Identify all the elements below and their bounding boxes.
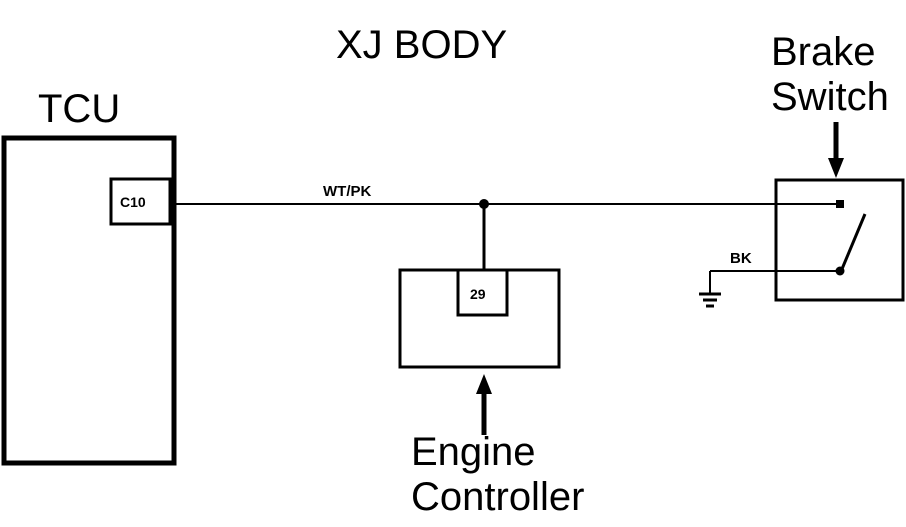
brake-switch-box [774, 178, 905, 302]
tcu-label: TCU [38, 87, 120, 131]
signal-wire-label: WT/PK [323, 183, 371, 200]
engine-controller-box [398, 268, 561, 369]
engine-controller-arrowhead [476, 374, 492, 394]
brake-switch-label-line1: Brake [771, 30, 876, 74]
engine-controller-label-line1: Engine [411, 430, 536, 474]
engine-controller-pin-box [456, 268, 509, 317]
diagram-title: XJ BODY [336, 23, 507, 67]
tcu-pin-box [109, 177, 172, 226]
tcu-box [1, 135, 177, 466]
ground-wire-label: BK [730, 250, 752, 267]
switch-blade [840, 213, 867, 270]
engine-controller-pin-label: 29 [470, 286, 486, 302]
brake-switch-arrowhead [828, 158, 844, 178]
tcu-pin-label: C10 [120, 194, 146, 210]
ground-symbol [699, 292, 721, 308]
switch-contact-top [836, 200, 844, 208]
brake-switch-label-line2: Switch [771, 75, 889, 119]
engine-controller-label-line2: Controller [411, 475, 584, 519]
